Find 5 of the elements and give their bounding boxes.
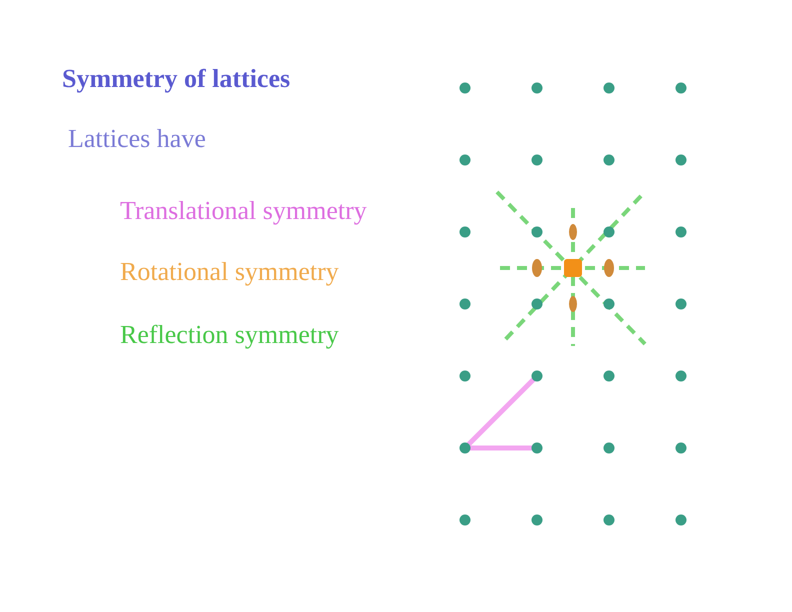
intro-text: Lattices have <box>68 124 206 154</box>
list-item: Rotational symmetry <box>120 257 339 287</box>
list-item: Translational symmetry <box>120 196 367 226</box>
slide-title: Symmetry of lattices <box>62 64 290 94</box>
list-item: Reflection symmetry <box>120 320 339 350</box>
